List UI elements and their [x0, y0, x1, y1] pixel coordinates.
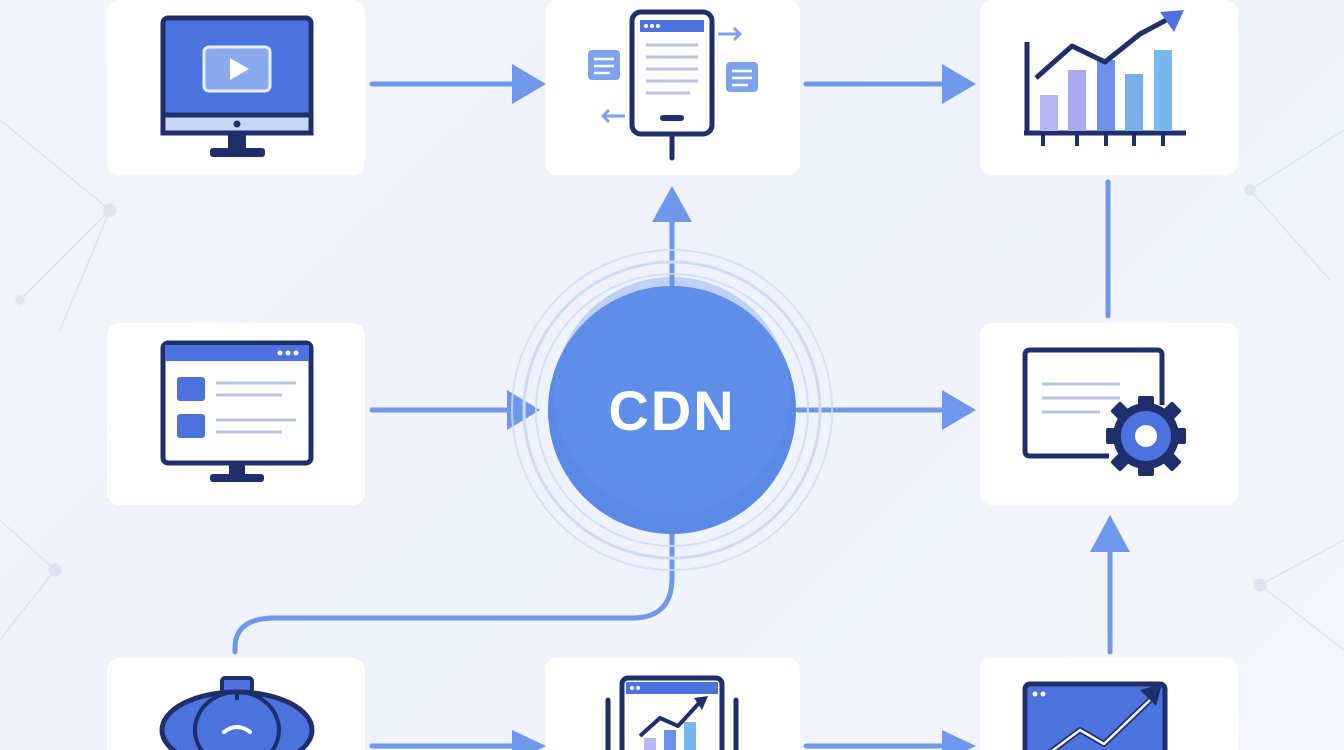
connector-web-to-cdn: [369, 390, 540, 430]
connector-cdn-to-config: [795, 390, 976, 430]
connector-tablet-to-growth: [803, 730, 976, 750]
video-monitor-icon: [160, 15, 314, 157]
connector-cdn-to-mobile: [652, 186, 692, 301]
connector-cdn-to-storage: [232, 525, 675, 655]
tablet-chart-icon: [605, 675, 739, 750]
connector-video-to-mobile: [369, 64, 546, 104]
growth-window-icon: [1022, 681, 1168, 750]
mobile-content-icon: [588, 9, 758, 161]
connector-growth-to-config: [1090, 515, 1130, 655]
window-gear-icon: [1022, 347, 1186, 476]
bar-chart-trend-icon: [1024, 10, 1186, 146]
background-network: [0, 119, 1344, 651]
storage-tank-icon: [159, 676, 315, 750]
connector-mobile-to-analytics: [803, 64, 976, 104]
cdn-hub[interactable]: CDN: [511, 249, 833, 571]
cdn-hub-label: CDN: [608, 379, 735, 442]
connector-storage-to-tablet: [369, 730, 546, 750]
web-page-monitor-icon: [160, 340, 314, 482]
